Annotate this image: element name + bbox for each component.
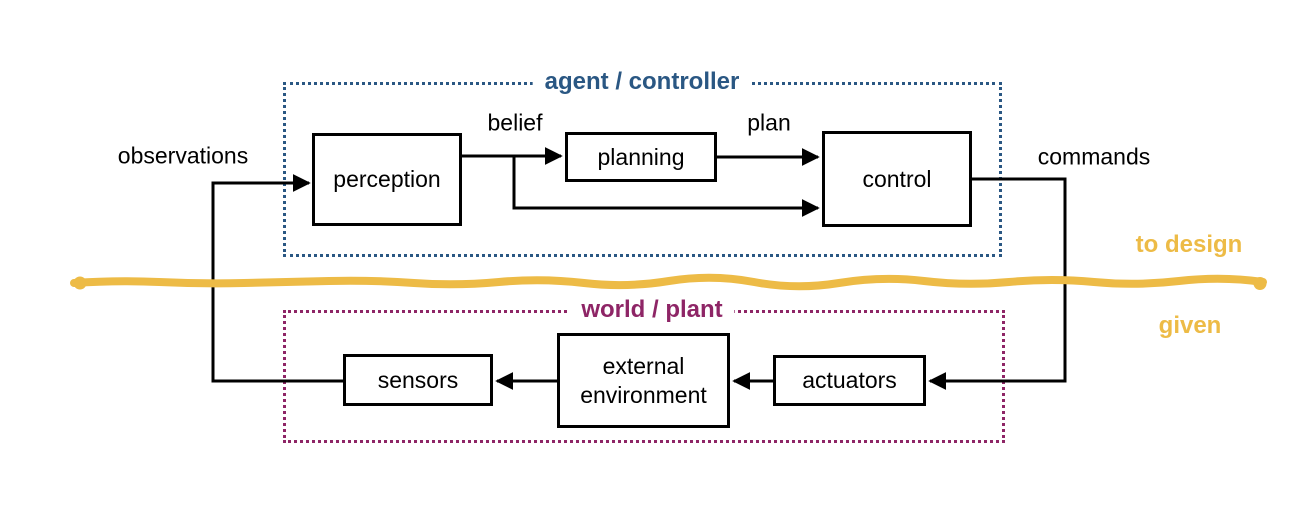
node-planning: planning (565, 132, 717, 182)
annotation-to-design: to design (1135, 231, 1243, 258)
edge-label-belief: belief (487, 109, 543, 136)
edge-label-plan: plan (747, 109, 791, 136)
agent-controller-label: agent / controller (532, 68, 752, 96)
annotation-given: given (1158, 312, 1222, 339)
node-external-environment: external environment (557, 333, 730, 428)
design-given-divider (70, 273, 1267, 291)
edge-perception-to-control (512, 156, 820, 217)
node-control: control (822, 131, 972, 227)
node-sensors: sensors (343, 354, 493, 406)
edge-label-observations: observations (117, 142, 249, 169)
node-actuators: actuators (773, 355, 926, 406)
edge-label-commands: commands (1037, 143, 1151, 170)
world-plant-label: world / plant (569, 296, 735, 324)
node-perception: perception (312, 133, 462, 226)
